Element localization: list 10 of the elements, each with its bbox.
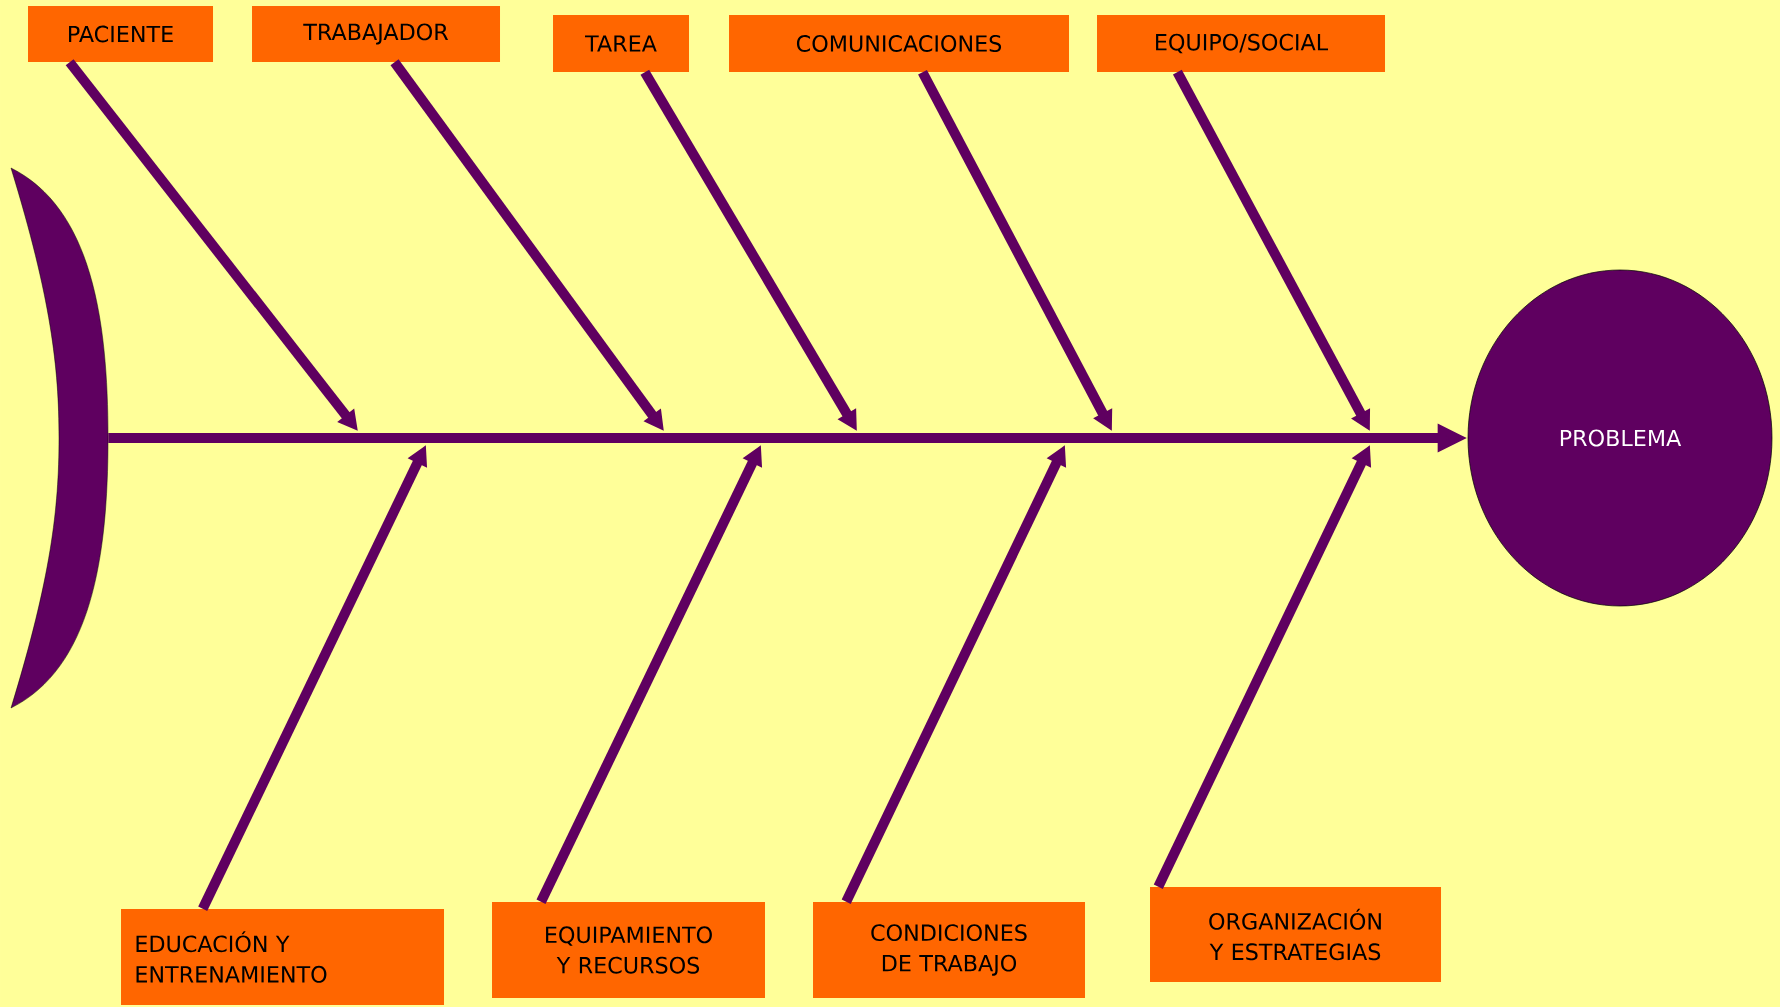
category-box: PACIENTE bbox=[28, 6, 213, 62]
category-box: TAREA bbox=[553, 15, 689, 72]
category-box: COMUNICACIONES bbox=[729, 15, 1069, 72]
category-box: EQUIPAMIENTO Y RECURSOS bbox=[492, 902, 765, 998]
category-box: TRABAJADOR bbox=[252, 6, 500, 62]
category-box: ORGANIZACIÓN Y ESTRATEGIAS bbox=[1150, 887, 1441, 982]
fish-tail-drawing bbox=[10, 167, 109, 709]
category-box: EQUIPO/SOCIAL bbox=[1097, 15, 1385, 72]
category-box: CONDICIONES DE TRABAJO bbox=[813, 902, 1085, 998]
category-box: EDUCACIÓN Y ENTRENAMIENTO bbox=[121, 909, 444, 1005]
